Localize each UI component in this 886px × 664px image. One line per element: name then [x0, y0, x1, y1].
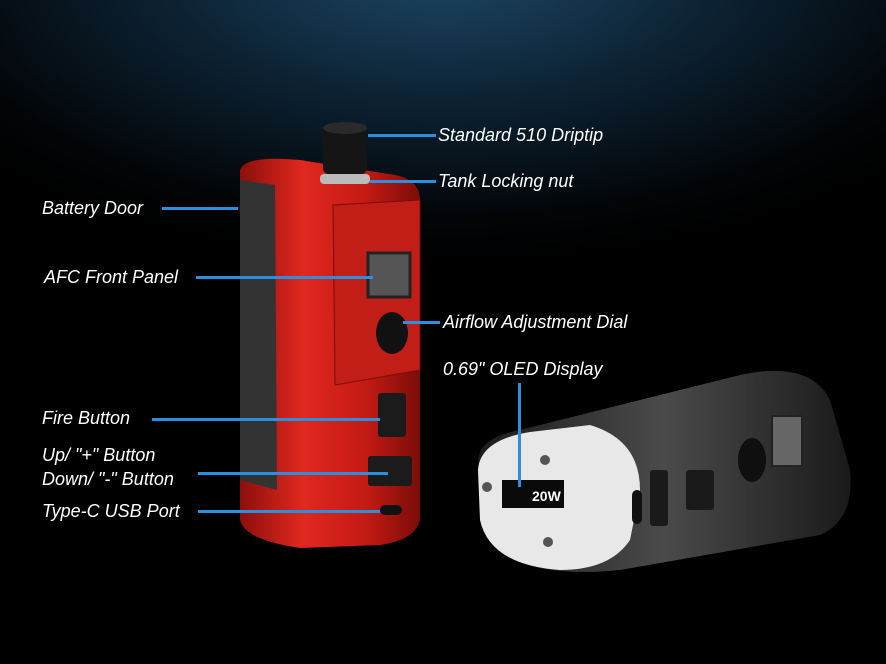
label-usb-port: Type-C USB Port [42, 501, 180, 521]
label-battery-door: Battery Door [42, 198, 144, 218]
driptip-leader-line [368, 134, 436, 137]
black-device-angled [478, 370, 851, 572]
afc-panel-leader-line [196, 276, 373, 279]
red-device-front [240, 122, 421, 548]
fire-button-leader-line [152, 418, 380, 421]
label-locking-nut: Tank Locking nut [438, 171, 574, 191]
up-down-button-leader-line [198, 472, 388, 475]
oled-display-leader-line [518, 383, 521, 487]
usb-port-leader-line [198, 510, 380, 513]
label-oled-display: 0.69" OLED Display [443, 359, 603, 379]
label-driptip: Standard 510 Driptip [438, 125, 604, 145]
oled-readout: 20W [532, 488, 562, 504]
label-up-button: Up/ "+" Button [42, 445, 156, 465]
label-fire-button: Fire Button [42, 408, 131, 428]
airflow-dial-leader-line [403, 321, 440, 324]
battery-door-leader-line [162, 207, 238, 210]
label-down-button: Down/ "-" Button [42, 469, 174, 489]
label-afc-panel: AFC Front Panel [44, 267, 179, 287]
label-airflow-dial: Airflow Adjustment Dial [443, 312, 628, 332]
locking-nut-leader-line [370, 180, 436, 183]
